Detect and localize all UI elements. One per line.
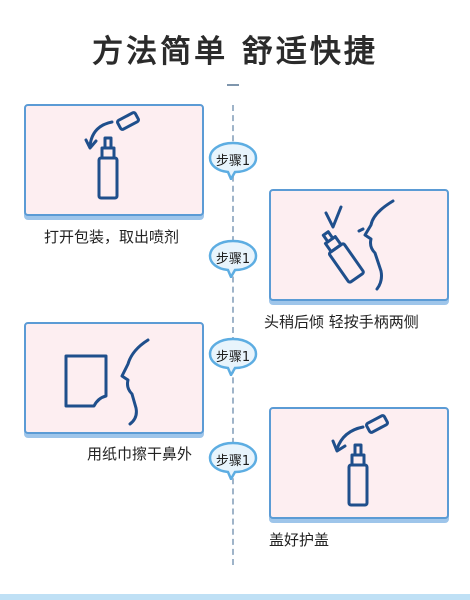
step1-badge-label: 步骤1 bbox=[215, 154, 251, 169]
step1-card bbox=[24, 104, 204, 216]
step4-badge-label: 步骤1 bbox=[215, 454, 251, 469]
bottom-accent-bar bbox=[0, 594, 470, 600]
step2-card bbox=[269, 189, 449, 301]
step2-caption: 头稍后倾 轻按手柄两侧 bbox=[264, 313, 419, 331]
page-title: 方法简单 舒适快捷 bbox=[92, 34, 378, 70]
step4-badge: 步骤1 bbox=[207, 440, 259, 480]
step2-badge: 步骤1 bbox=[207, 238, 259, 278]
step2-badge-label: 步骤1 bbox=[215, 252, 251, 267]
step4-caption: 盖好护盖 bbox=[269, 531, 330, 549]
step3-badge-label: 步骤1 bbox=[215, 350, 251, 365]
open-package-icon bbox=[84, 111, 140, 200]
timeline-line bbox=[232, 105, 234, 565]
wipe-nose-icon bbox=[64, 338, 150, 426]
title-divider bbox=[227, 84, 239, 86]
spray-nose-icon bbox=[321, 199, 395, 291]
step4-card bbox=[269, 407, 449, 519]
step1-caption: 打开包装，取出喷剂 bbox=[44, 228, 180, 246]
step3-card bbox=[24, 322, 204, 434]
cap-bottle-icon bbox=[331, 414, 389, 507]
step3-caption: 用纸巾擦干鼻外 bbox=[87, 445, 193, 463]
step1-badge: 步骤1 bbox=[207, 140, 259, 180]
step3-badge: 步骤1 bbox=[207, 336, 259, 376]
